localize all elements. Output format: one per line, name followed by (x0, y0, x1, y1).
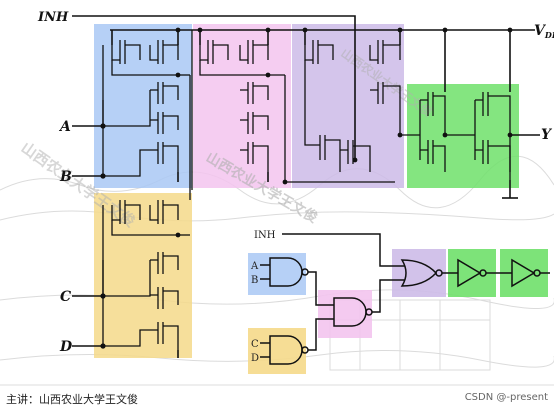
nand-mid-block (193, 24, 291, 188)
nand-cd-block (94, 193, 192, 358)
lower-label-b: B (251, 275, 258, 286)
gate-level-diagram: INH A B C D (248, 230, 550, 374)
buffer-block (407, 84, 519, 188)
label-y: Y (541, 127, 553, 143)
label-vdd: VDD (534, 23, 554, 40)
nand-ab-block (94, 24, 192, 188)
lower-label-inh: INH (254, 230, 276, 241)
lower-label-c: C (251, 339, 259, 350)
label-c: C (60, 289, 71, 305)
credit-caption: CSDN @-present (464, 392, 548, 403)
label-b: B (59, 169, 72, 185)
junction-dots (100, 27, 513, 349)
label-a: A (58, 119, 71, 135)
inh-wire (72, 15, 356, 160)
lower-label-a: A (250, 261, 259, 272)
label-d: D (59, 339, 73, 355)
lower-label-d: D (251, 353, 259, 364)
lecturer-caption: 主讲：山西农业大学王文俊 (6, 393, 138, 406)
label-inh: INH (37, 10, 69, 25)
label-vdd-sub: DD (544, 30, 554, 40)
